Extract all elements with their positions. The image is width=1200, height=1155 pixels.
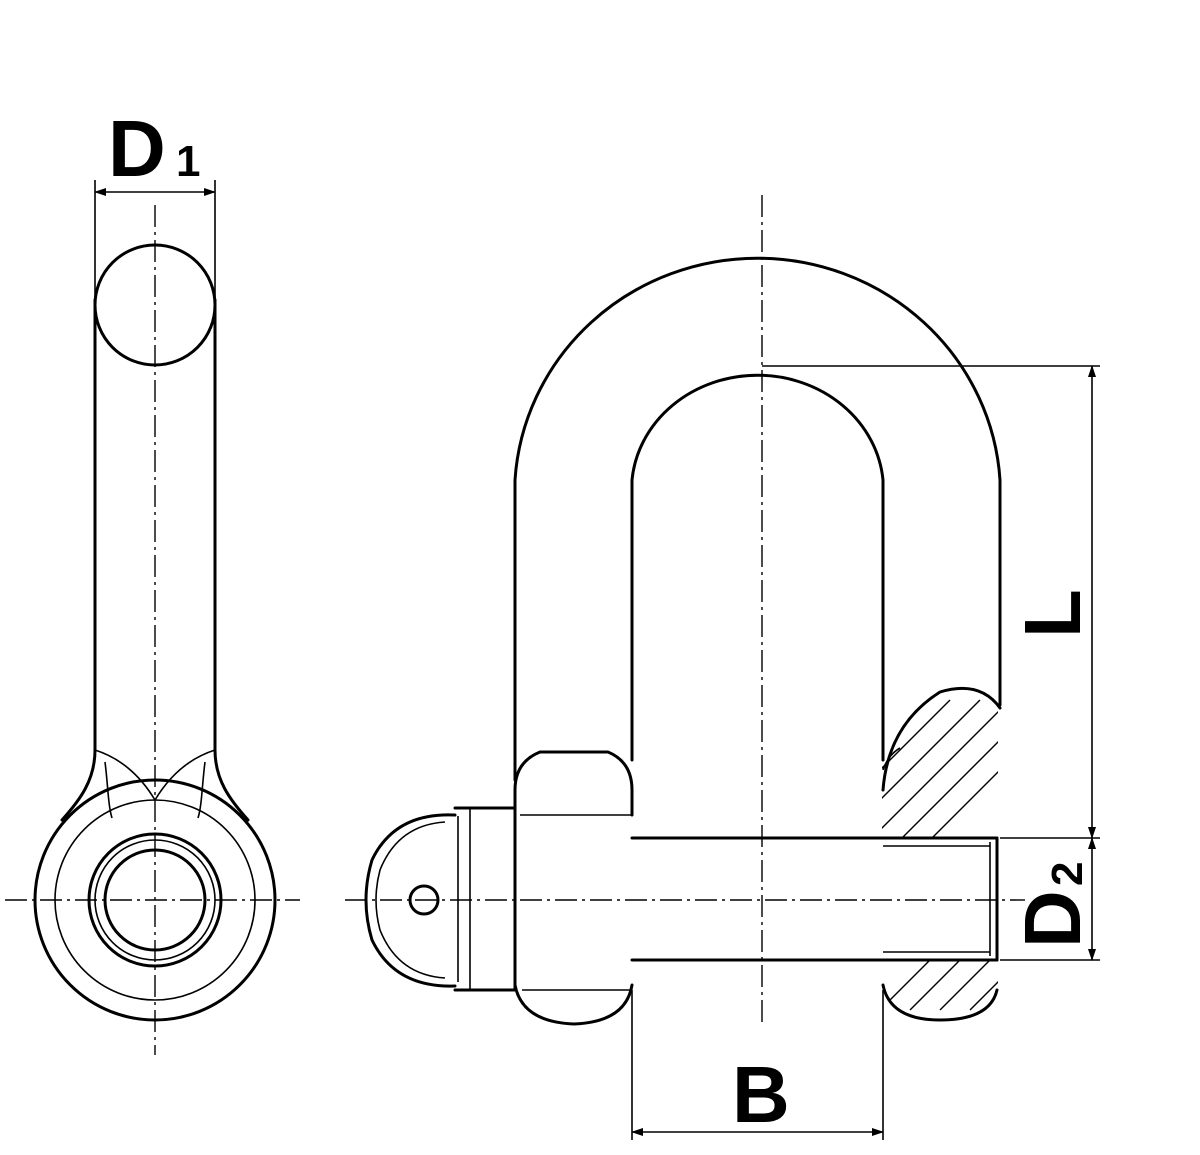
d1-label: D [108,104,166,193]
side-neck-fillet-right [197,761,206,819]
bow-inner-contour [630,373,885,762]
side-neck-left [60,748,97,822]
side-neck-right [213,748,250,822]
pin-collar [453,806,517,992]
right-eye-bottom [881,983,999,1022]
right-eye-fillet [882,747,901,771]
d2-label: D [1008,890,1097,948]
right-eye-hatching-bottom [882,960,998,1011]
d1-subscript: 1 [176,137,200,186]
l-label: L [1008,589,1097,638]
pin-head-dome-inner [375,821,446,979]
left-eye-boss-top [513,750,634,817]
side-neck-fillet-left [104,761,113,819]
right-eye-hatching-top [882,699,998,838]
side-view: D 1 [5,104,300,1055]
b-label: B [732,1050,790,1139]
bow-outer-contour [513,256,1002,782]
d2-subscript: 2 [1043,862,1092,886]
front-view: L D 2 B [345,195,1100,1140]
left-eye-boss-bottom [513,983,634,1026]
